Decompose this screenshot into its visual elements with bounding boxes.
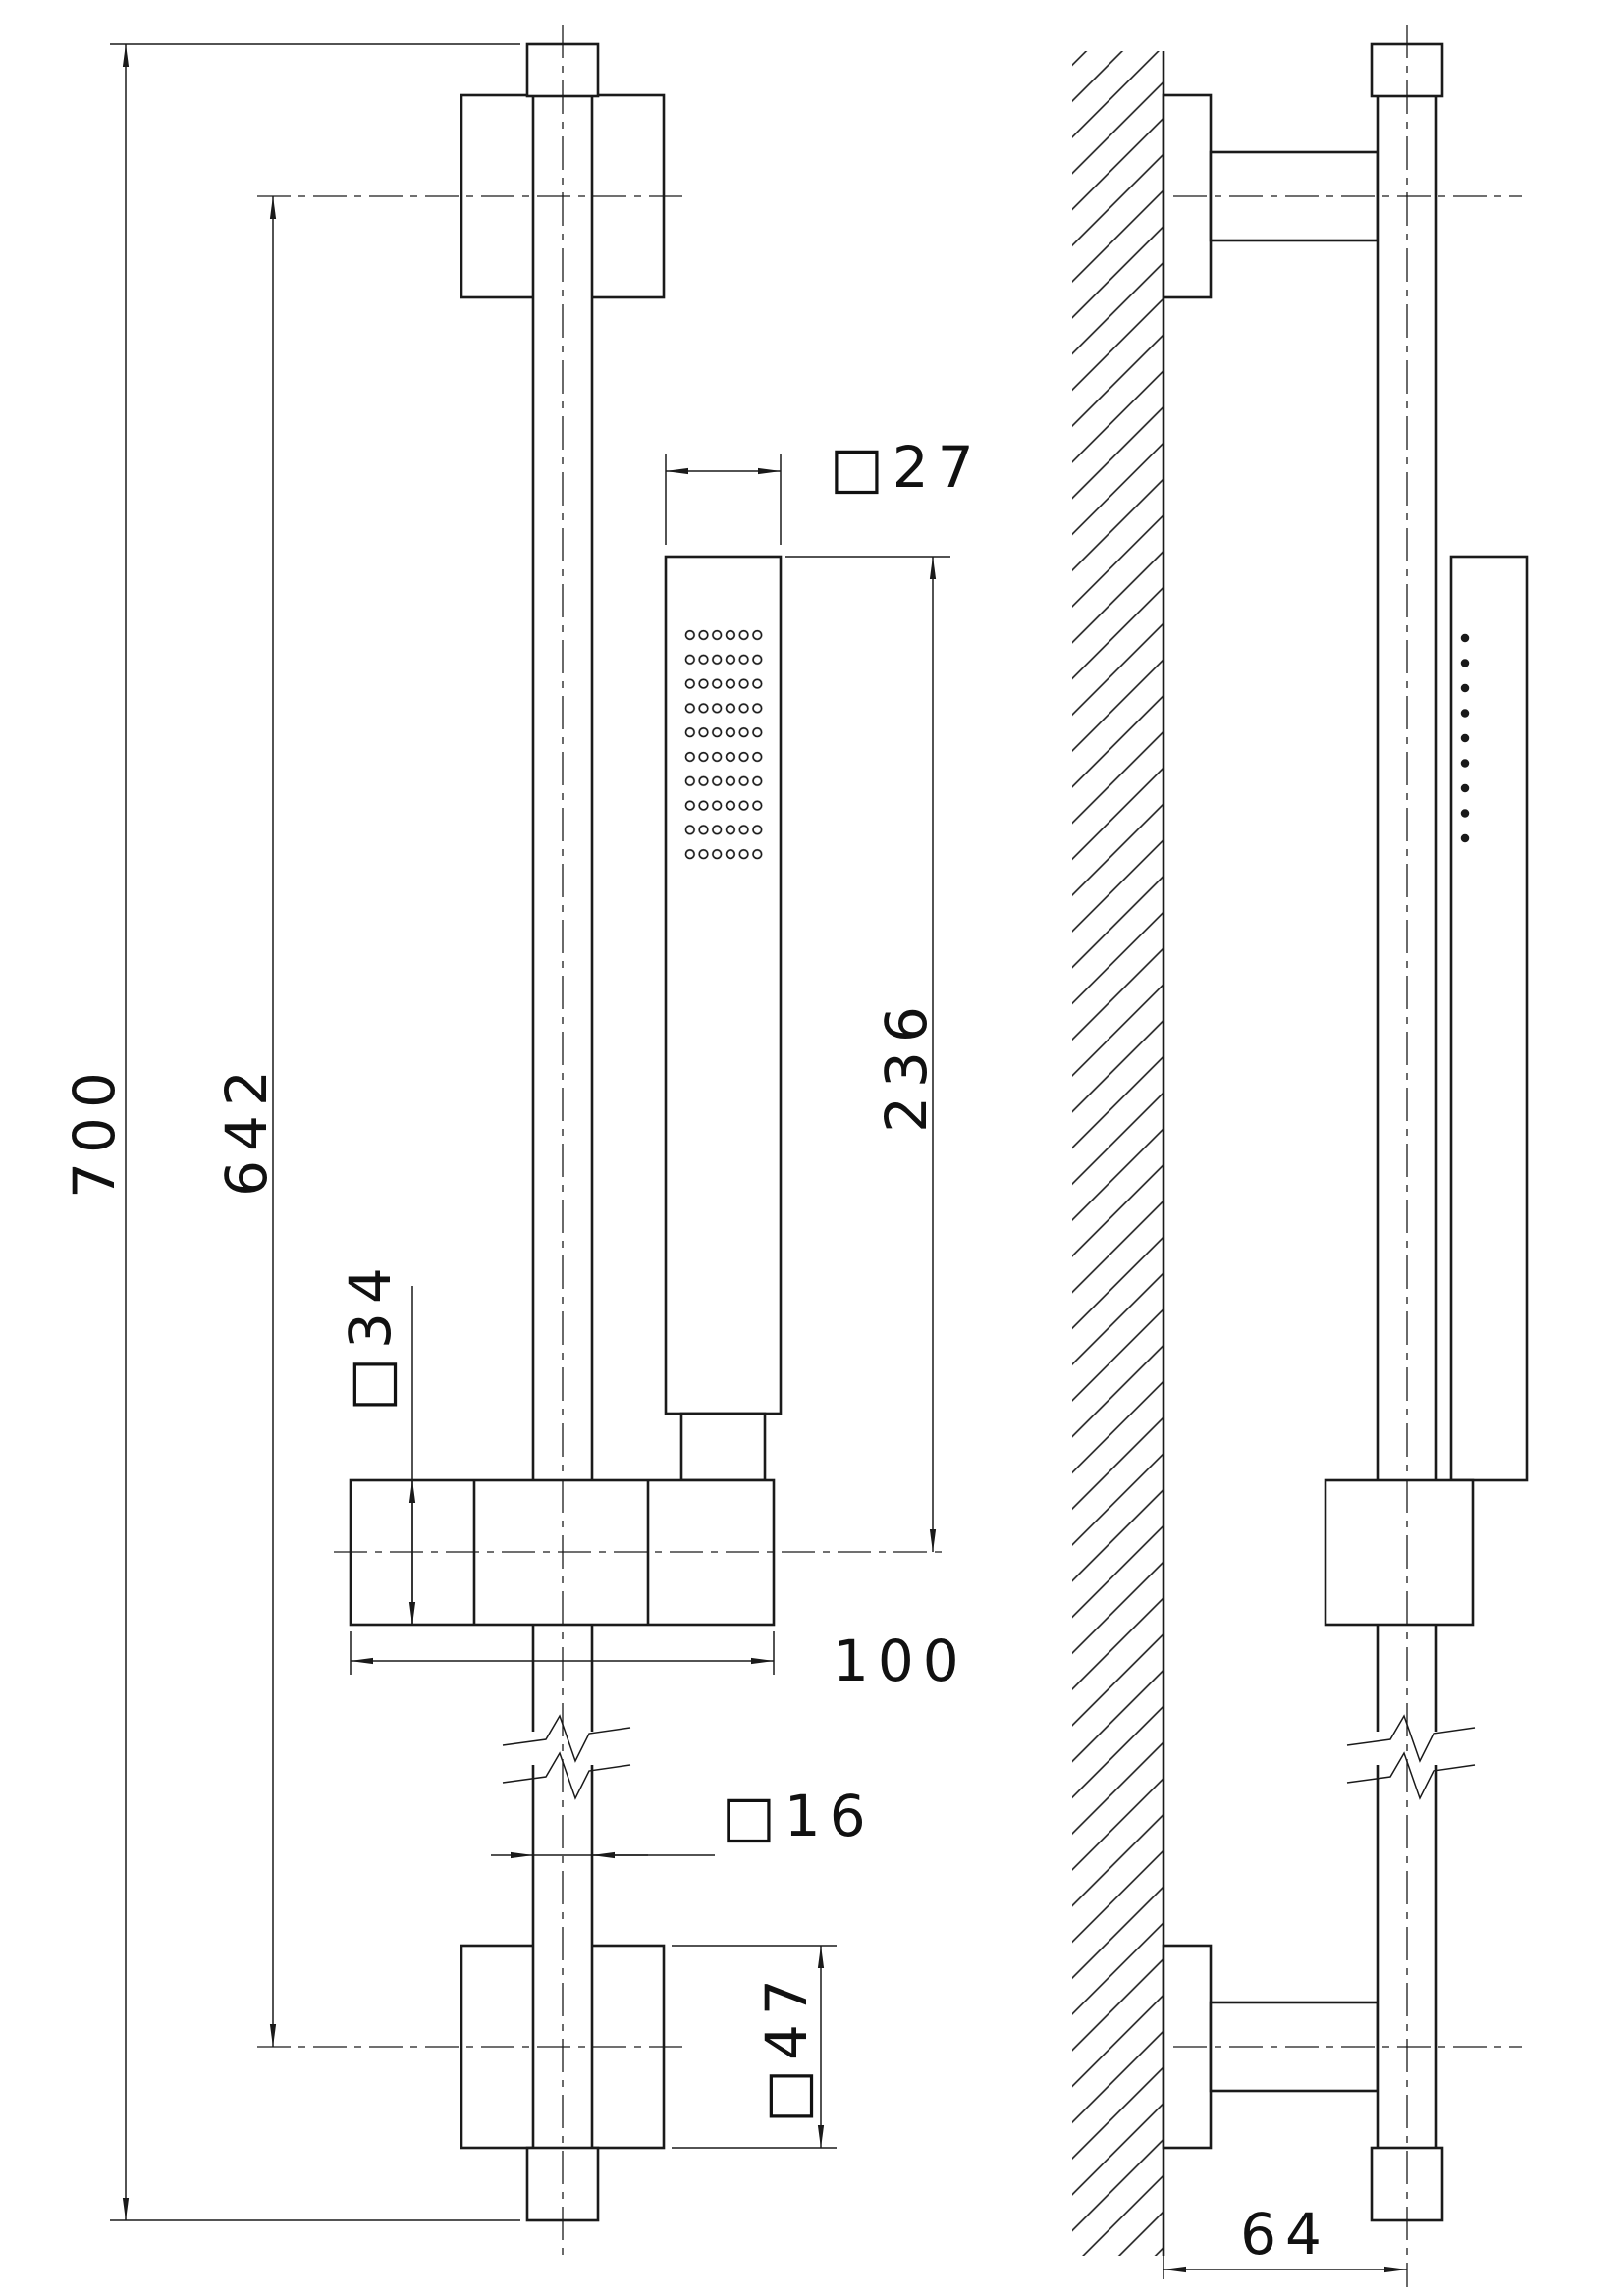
dim-bracket-section: □47 <box>672 1945 837 2149</box>
wall-hatch <box>1072 51 1163 2256</box>
dim-34-label: □34 <box>337 1258 404 1412</box>
extension-lines <box>665 454 782 545</box>
bracket-centerlines <box>257 195 687 2048</box>
dim-47-label: □47 <box>753 1970 820 2123</box>
extension-lines <box>350 1631 775 1675</box>
dim-100-label: 100 <box>833 1628 968 1694</box>
side-view <box>1072 25 1529 2287</box>
spray-holes <box>683 623 764 867</box>
dimensions: 700 642 □27 236 □34 100 <box>61 43 1408 2279</box>
extension-lines <box>672 1945 837 2149</box>
rail-bar-side-upper-edges <box>1376 94 1438 1732</box>
dim-handset-section: □27 <box>665 434 983 545</box>
slider-block-side <box>1324 1478 1475 1627</box>
dim-236-label: 236 <box>873 997 940 1133</box>
dim-64-label: 64 <box>1240 2201 1330 2268</box>
dim-slider-width: 100 <box>350 1628 968 1694</box>
rail-bar-upper-edges <box>531 94 594 1732</box>
bracket-centerlines-side <box>1173 195 1522 2048</box>
dim-handset-length: 236 <box>785 556 950 1553</box>
rail-bar-side-lower-edges <box>1376 1765 1438 2148</box>
dim-rail-section: □16 <box>491 1783 875 1867</box>
dim-27-label: □27 <box>830 434 983 501</box>
dim-wall-offset: 64 <box>1163 2201 1408 2279</box>
rail-break-symbol-side <box>1346 1714 1476 1800</box>
dim-mount-centers: 642 <box>213 195 280 2048</box>
dim-overall-height: 700 <box>61 43 520 2221</box>
front-view <box>257 25 947 2258</box>
dim-700-label: 700 <box>61 1063 128 1199</box>
handshower-side <box>1449 555 1529 1482</box>
handshower-neck <box>679 1412 767 1482</box>
extension-lines <box>110 43 520 2221</box>
dim-16-label: □16 <box>722 1783 875 1849</box>
dim-642-label: 642 <box>213 1061 280 1197</box>
rail-break-symbol <box>502 1714 631 1800</box>
dim-slider-height: □34 <box>337 1258 416 1626</box>
